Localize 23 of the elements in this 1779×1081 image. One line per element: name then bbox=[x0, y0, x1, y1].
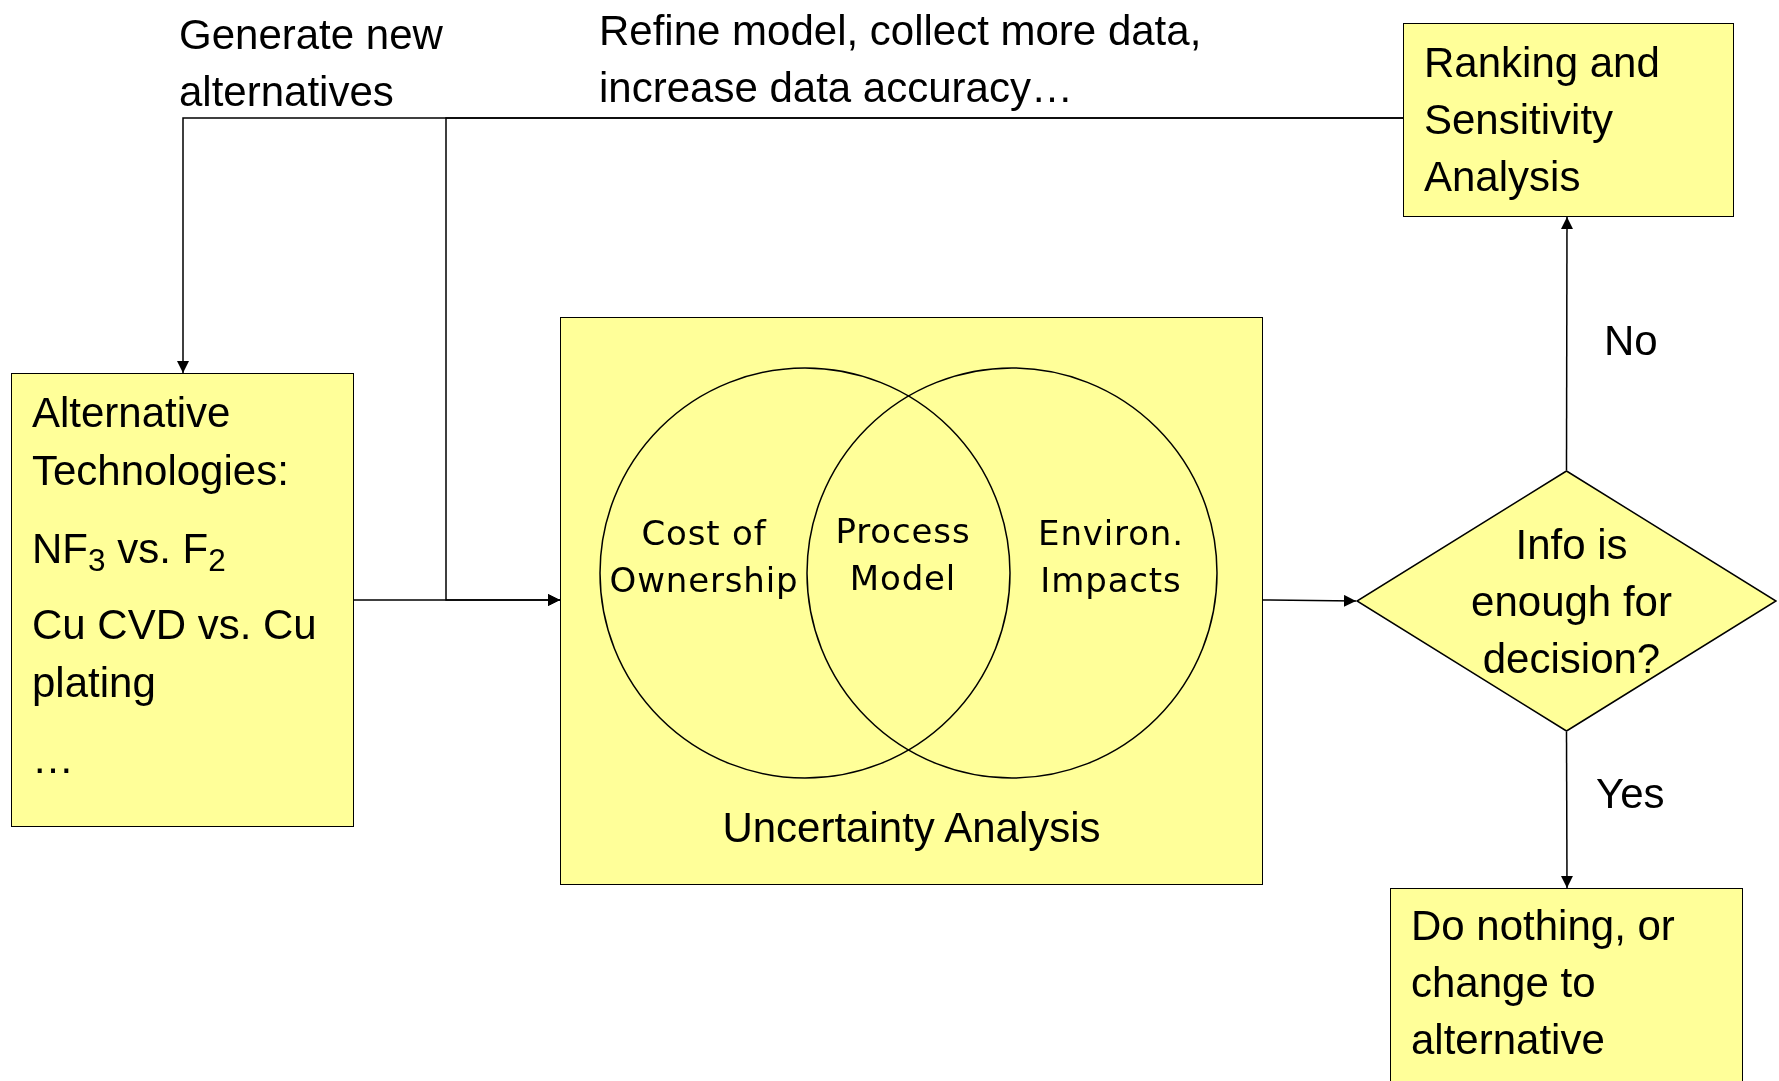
arrow bbox=[353, 594, 561, 606]
box-text: Do nothing, or change to alternative bbox=[1411, 901, 1676, 1065]
overlap-label: Process Model bbox=[834, 510, 972, 600]
edge-label: Refine model, collect more data, increase data accuracy… bbox=[599, 6, 1203, 113]
edge-label: Generate new alternatives bbox=[179, 10, 444, 117]
panel-title: Uncertainty Analysis bbox=[721, 803, 1102, 853]
uncertainty-panel bbox=[560, 317, 1263, 885]
process-box bbox=[1403, 23, 1734, 217]
process-box bbox=[1390, 888, 1743, 1081]
box-text: … bbox=[32, 734, 75, 784]
edge-label: No bbox=[1604, 316, 1658, 366]
box-text: Ranking and Sensitivity Analysis bbox=[1424, 38, 1661, 202]
arrow bbox=[1560, 731, 1573, 889]
arrow bbox=[1561, 216, 1573, 471]
arrow bbox=[1262, 594, 1357, 607]
edge-label: Yes bbox=[1596, 769, 1665, 819]
circle-label: Cost of Ownership bbox=[608, 512, 800, 602]
box-text: Cu CVD vs. Cu plating bbox=[32, 600, 318, 708]
box-text: NF$_{3}$ vs. F$_{2}$ bbox=[32, 524, 227, 578]
decision-text: Info is enough for decision? bbox=[1470, 519, 1673, 684]
circle-label: Environ. Impacts bbox=[1037, 512, 1185, 602]
box-text: Alternative Technologies: bbox=[32, 388, 290, 496]
process-box bbox=[11, 373, 354, 827]
